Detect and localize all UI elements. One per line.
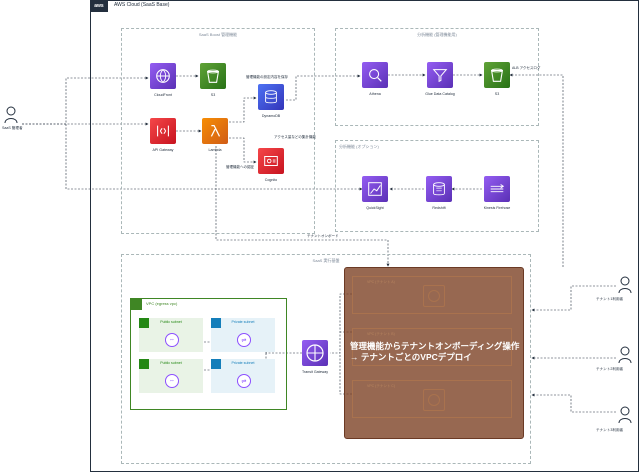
cognito-note: 管理機能への認証 (226, 165, 254, 169)
subnet-title: Private subnet (231, 320, 255, 324)
overlay-caption-line-1: 管理機能からテナントオンボーディング操作 (350, 341, 520, 351)
user-icon (618, 406, 632, 424)
api-gateway-icon (150, 118, 176, 144)
subnet-title: Public subnet (160, 320, 182, 324)
cloud-title: AWS Cloud (SaaS Base) (114, 2, 170, 8)
lock-icon (139, 359, 149, 369)
bucket-icon (484, 62, 510, 88)
lambda-icon (202, 118, 228, 144)
lock-icon (139, 318, 149, 328)
user-icon (618, 276, 632, 294)
public-subnet-1: Public subnet ⇔ (139, 318, 203, 352)
private-subnet-1: Private subnet ⇌ (211, 318, 275, 352)
tenant-b-vpc: VPC (テナント B) (352, 328, 512, 366)
vpc-endpoint-icon: ⇌ (237, 374, 251, 388)
management-group-title: SaaS Boost 管理機能 (198, 32, 238, 37)
tenant-vpc-label: VPC (テナント C) (367, 384, 395, 388)
runtime-group: SaaS 実行基盤 (121, 254, 531, 464)
subnet-title: Private subnet (231, 361, 255, 365)
ec2-icon (423, 285, 445, 307)
transit-gateway-label: Transit Gateway (301, 370, 329, 374)
access-log-note: ALB アクセスログ (512, 66, 541, 70)
analytics-group-title: 分析機能 (管理機能用) (417, 32, 457, 37)
quicksight-label: QuickSight (366, 206, 384, 210)
nat-gateway-icon: ⇔ (165, 333, 179, 347)
nat-gateway-icon: ⇔ (165, 374, 179, 388)
redshift-icon (426, 176, 452, 202)
private-subnet-2: Private subnet ⇌ (211, 359, 275, 393)
transit-gateway-icon (302, 340, 328, 366)
analysis-access-note: アクセス量などの集計機能 (274, 135, 316, 139)
analytics-group: 分析機能 (管理機能用) (335, 28, 539, 126)
overlay-caption: 管理機能からテナントオンボーディング操作 → テナントごとのVPCデプロイ (350, 341, 519, 363)
tenant3-user-label: テナント3利用者 (596, 428, 624, 432)
athena-label: Athena (369, 92, 381, 96)
redshift-label: Redshift (432, 206, 446, 210)
tenant-c-vpc: VPC (テナント C) (352, 380, 512, 418)
vpc-endpoint-icon: ⇌ (237, 333, 251, 347)
vpc-title: VPC (egress vpc) (146, 301, 178, 306)
bucket-icon (200, 63, 226, 89)
tenant-vpc-label: VPC (テナント B) (367, 332, 395, 336)
tenant-a-vpc: VPC (テナント A) (352, 276, 512, 314)
dynamodb-icon (258, 84, 284, 110)
cognito-label: Cognito (264, 178, 278, 182)
egress-vpc (130, 298, 287, 410)
management-group: SaaS Boost 管理機能 (121, 28, 315, 234)
analytics-option-title: 分析機能 (オプション) (339, 144, 379, 149)
cloudfront-label: CloudFront (154, 93, 172, 97)
user-icon (618, 346, 632, 364)
firehose-label: Kinesis Firehose (483, 206, 511, 210)
firehose-icon (484, 176, 510, 202)
aws-cloud-frame (90, 0, 639, 472)
s3-mgmt-label: S3 (210, 93, 216, 97)
onboarding-note: テナントオンボード (307, 234, 339, 238)
dynamodb-label: DynamoDB (261, 114, 281, 118)
quicksight-icon (362, 176, 388, 202)
user-icon (4, 106, 18, 124)
lambda-label: Lambda (208, 148, 222, 152)
glue-icon (427, 62, 453, 88)
ec2-icon (423, 389, 445, 411)
subnet-title: Public subnet (160, 361, 182, 365)
cloudfront-icon (150, 63, 176, 89)
vpc-icon (130, 298, 142, 310)
analytics-option-group: 分析機能 (オプション) (335, 140, 539, 232)
s3-analytics-label: S3 (494, 92, 500, 96)
lock-icon (211, 359, 221, 369)
lock-icon (211, 318, 221, 328)
overlay-caption-line-2: → テナントごとのVPCデプロイ (350, 352, 472, 362)
athena-icon (362, 62, 388, 88)
aws-logo-icon: aws (90, 0, 108, 12)
public-subnet-2: Public subnet ⇔ (139, 359, 203, 393)
dynamo-note: 管理機能の設定内容を保存 (246, 75, 288, 79)
tenant-vpc-label: VPC (テナント A) (367, 280, 395, 284)
cognito-icon (258, 148, 284, 174)
api-gateway-label: API Gateway (152, 148, 174, 152)
runtime-group-title: SaaS 実行基盤 (312, 258, 340, 263)
tenant1-user-label: テナント1利用者 (596, 297, 624, 301)
tenant2-user-label: テナント2利用者 (596, 367, 624, 371)
admin-user-label: SaaS 管理者 (2, 126, 23, 130)
glue-label: Glue Data Catalog (425, 92, 455, 96)
